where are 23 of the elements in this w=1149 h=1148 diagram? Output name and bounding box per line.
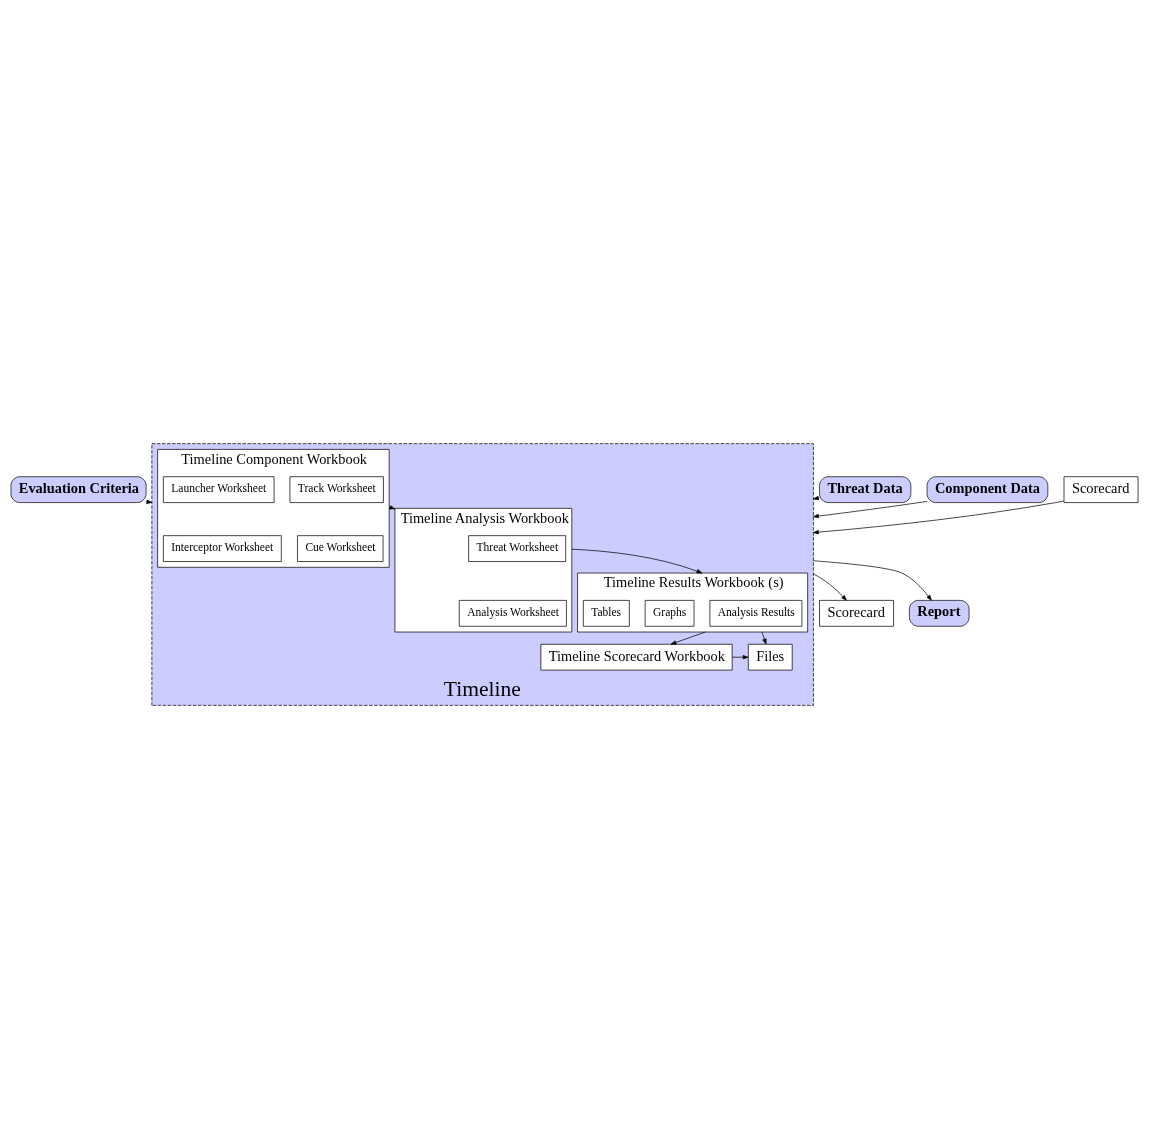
node-box: Component Data (926, 475, 1049, 503)
node-box: Cue Worksheet (297, 534, 384, 562)
node-box: Files (748, 643, 793, 670)
node-box: Scorecard (819, 599, 894, 627)
node-box: Graphs (644, 599, 695, 627)
node-box: Scorecard (1063, 475, 1139, 503)
arrow (761, 631, 767, 644)
arrow (813, 573, 847, 601)
node-box: Analysis Worksheet (458, 599, 567, 627)
node-box: Report (909, 599, 970, 627)
node-box: Interceptor Worksheet (163, 534, 282, 562)
node-box: Tables (582, 599, 630, 627)
arrow (732, 654, 749, 659)
arrow (670, 631, 706, 645)
node-box: Analysis Results (709, 599, 803, 627)
arrow (813, 500, 1065, 534)
node-box: Timeline Scorecard Workbook (540, 643, 733, 670)
node-box: Threat Worksheet (468, 534, 567, 562)
node-box: Track Worksheet (289, 475, 384, 503)
arrow (813, 559, 932, 601)
arrow (813, 500, 928, 518)
arrow (571, 548, 703, 573)
node-box: Launcher Worksheet (163, 475, 275, 503)
